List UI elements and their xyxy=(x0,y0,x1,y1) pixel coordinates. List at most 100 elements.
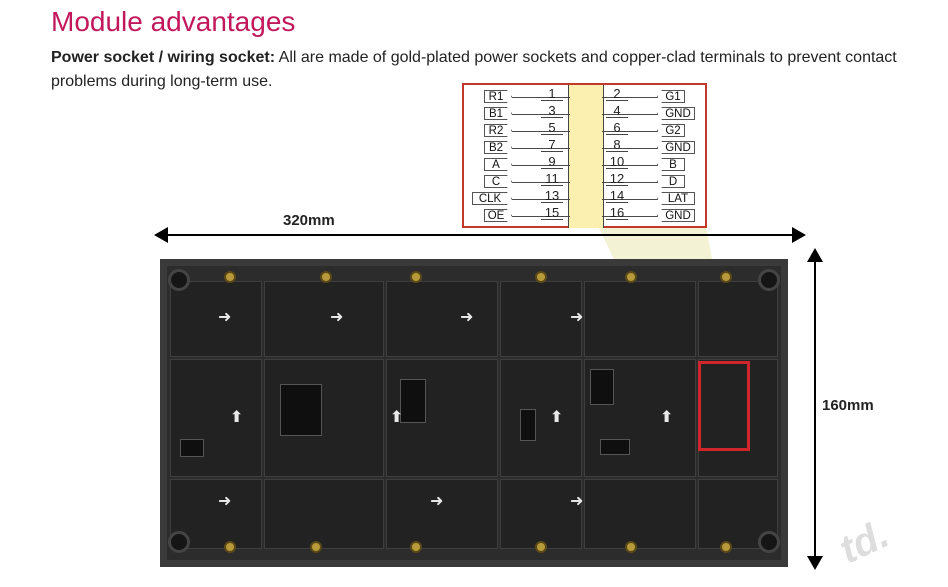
arrow-left-icon xyxy=(154,227,168,243)
driver-chip xyxy=(520,409,536,441)
right-pin-number: 4 xyxy=(606,103,628,118)
module-cell xyxy=(500,359,582,477)
right-lead-line xyxy=(602,165,658,166)
description-lead: Power socket / wiring socket: xyxy=(51,49,276,66)
screw xyxy=(410,271,422,283)
left-pin-number: 1 xyxy=(541,86,563,101)
left-signal-label: B2 xyxy=(484,141,512,154)
driver-chip xyxy=(600,439,630,455)
left-lead-line xyxy=(512,114,570,115)
left-signal-label: R2 xyxy=(484,124,512,137)
pin-header xyxy=(568,85,604,228)
right-pin-number: 12 xyxy=(606,171,628,186)
arrow-marking: ⬆ xyxy=(660,407,674,426)
arrow-marking: ⬆ xyxy=(550,407,564,426)
driver-chip xyxy=(180,439,204,457)
width-label: 320mm xyxy=(283,212,335,229)
driver-chip xyxy=(400,379,426,423)
left-signal-label: CLK xyxy=(472,192,512,205)
module-cell xyxy=(584,281,696,357)
screw xyxy=(720,271,732,283)
left-pin-number: 3 xyxy=(541,103,563,118)
left-signal-label: A xyxy=(484,158,512,171)
screw xyxy=(535,541,547,553)
module-cell xyxy=(170,281,262,357)
module-cell xyxy=(264,281,384,357)
left-pin-number: 5 xyxy=(541,120,563,135)
left-signal-label: R1 xyxy=(484,90,512,103)
magnet-hole xyxy=(758,269,780,291)
left-signal-label: OE xyxy=(484,209,512,222)
magnet-hole xyxy=(758,531,780,553)
description: Power socket / wiring socket: All are ma… xyxy=(51,46,911,94)
left-signal-label: C xyxy=(484,175,512,188)
arrow-marking: ⬆ xyxy=(230,407,244,426)
outer-frame xyxy=(160,259,788,567)
pinout-row: R1 1 2 G1 xyxy=(464,86,705,105)
screw xyxy=(410,541,422,553)
left-pin-number: 11 xyxy=(541,171,563,186)
description-text: All are made of gold-plated power socket… xyxy=(51,49,897,90)
screw xyxy=(625,271,637,283)
left-signal-label: B1 xyxy=(484,107,512,120)
module-cell xyxy=(584,479,696,549)
module-cell xyxy=(386,479,498,549)
right-lead-line xyxy=(602,114,658,115)
height-dimension-arrow xyxy=(807,248,823,570)
screw xyxy=(224,541,236,553)
left-pin-number: 9 xyxy=(541,154,563,169)
screw xyxy=(535,271,547,283)
right-signal-label: G2 xyxy=(657,124,685,137)
right-signal-label: GND xyxy=(657,141,695,154)
left-lead-line xyxy=(512,97,570,98)
right-signal-label: GND xyxy=(657,209,695,222)
width-dimension-arrow xyxy=(154,227,806,243)
screw xyxy=(720,541,732,553)
right-lead-line xyxy=(602,199,658,200)
height-label: 160mm xyxy=(822,397,874,414)
right-signal-label: G1 xyxy=(657,90,685,103)
arrow-marking: ➜ xyxy=(218,307,232,326)
wiring-socket-highlight xyxy=(698,361,750,451)
right-lead-line xyxy=(602,216,658,217)
screw xyxy=(224,271,236,283)
module-cell xyxy=(698,281,778,357)
arrow-right-icon xyxy=(792,227,806,243)
right-lead-line xyxy=(602,97,658,98)
arrow-marking: ➜ xyxy=(430,491,444,510)
right-lead-line xyxy=(602,148,658,149)
screw xyxy=(625,541,637,553)
module-cell xyxy=(500,281,582,357)
module-cell xyxy=(264,479,384,549)
module-cell xyxy=(500,479,582,549)
arrow-down-icon xyxy=(807,556,823,570)
driver-chip xyxy=(590,369,614,405)
right-pin-number: 8 xyxy=(606,137,628,152)
right-pin-number: 16 xyxy=(606,205,628,220)
arrow-marking: ➜ xyxy=(570,307,584,326)
left-lead-line xyxy=(512,199,570,200)
right-pin-number: 2 xyxy=(606,86,628,101)
left-lead-line xyxy=(512,165,570,166)
arrow-up-icon xyxy=(807,248,823,262)
arrow-marking: ➜ xyxy=(218,491,232,510)
right-pin-number: 14 xyxy=(606,188,628,203)
right-signal-label: LAT xyxy=(657,192,695,205)
right-lead-line xyxy=(602,131,658,132)
right-pin-number: 10 xyxy=(606,154,628,169)
screw xyxy=(320,271,332,283)
left-pin-number: 7 xyxy=(541,137,563,152)
arrow-marking: ➜ xyxy=(460,307,474,326)
left-lead-line xyxy=(512,131,570,132)
arrow-marking: ➜ xyxy=(330,307,344,326)
left-lead-line xyxy=(512,182,570,183)
arrow-marking: ⬆ xyxy=(390,407,404,426)
pinout-row: B2 7 8 GND xyxy=(464,137,705,156)
screw xyxy=(310,541,322,553)
